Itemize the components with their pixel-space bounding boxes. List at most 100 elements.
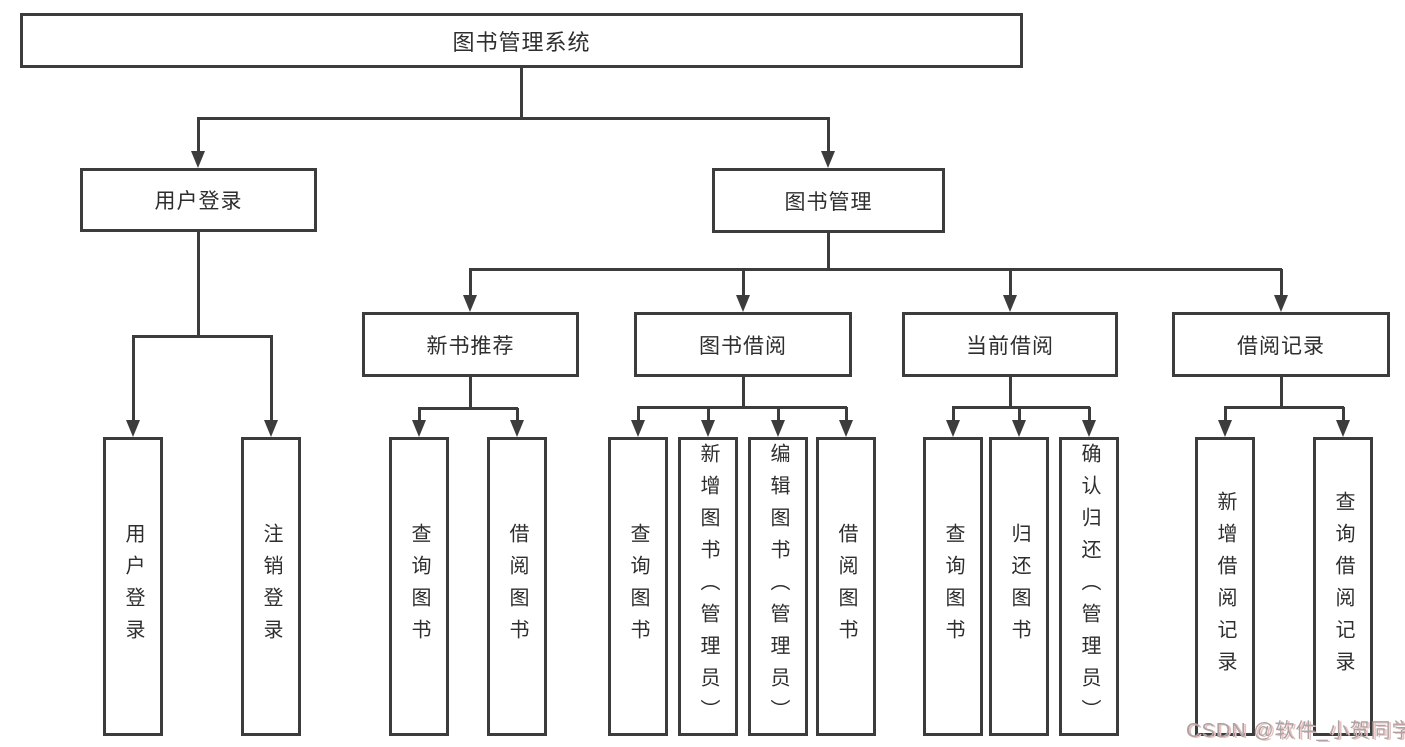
connector-root-branch-line <box>197 117 830 120</box>
arrow-shaft <box>951 407 955 422</box>
arrow-to-leaf-edit-book <box>771 407 785 437</box>
arrow-shaft <box>636 407 640 422</box>
arrow-to-leaf-add-record <box>1218 407 1232 437</box>
leaf-user-login: 用户登录 <box>103 437 163 736</box>
arrow-to-current-borrow <box>1003 269 1017 312</box>
leaf-query-book-3: 查询图书 <box>923 437 983 736</box>
arrow-to-user-login <box>191 118 205 168</box>
arrow-head-icon <box>264 420 278 437</box>
arrow-head-icon <box>821 151 835 168</box>
leaf-confirm-return-admin: 确认归还（管理员） <box>1059 437 1119 736</box>
arrow-head-icon <box>1003 295 1017 312</box>
arrow-head-icon <box>631 420 645 437</box>
node-new-book-recommend-label: 新书推荐 <box>426 334 515 358</box>
arrow-head-icon <box>701 420 715 437</box>
connector-book-management-stub <box>826 233 830 269</box>
node-user-login-label: 用户登录 <box>154 190 243 213</box>
leaf-add-borrow-record: 新增借阅记录 <box>1195 437 1255 736</box>
arrow-head-icon <box>191 151 205 168</box>
leaf-confirm-return-admin-label: 确认归还（管理员） <box>1078 442 1100 731</box>
leaf-borrow-book-2: 借阅图书 <box>816 437 876 736</box>
arrow-head-icon <box>510 420 524 437</box>
node-book-borrow-label: 图书借阅 <box>699 334 787 358</box>
arrow-head-icon <box>412 420 426 437</box>
arrow-shaft <box>741 269 745 297</box>
node-borrow-record-label: 借阅记录 <box>1237 334 1325 358</box>
connector-user-login-branch-line <box>132 335 273 338</box>
leaf-return-book: 归还图书 <box>989 437 1049 736</box>
arrow-head-icon <box>1082 420 1096 437</box>
connector-book-borrow-stub <box>741 377 745 408</box>
node-user-login: 用户登录 <box>80 168 317 232</box>
arrow-head-icon <box>839 420 853 437</box>
node-borrow-record: 借阅记录 <box>1172 312 1390 377</box>
arrow-to-new-book-recommend <box>463 269 477 312</box>
arrow-head-icon <box>1012 420 1026 437</box>
connector-user-login-stub <box>196 232 200 336</box>
arrow-to-book-borrow <box>736 269 750 312</box>
leaf-borrow-book-2-label: 借阅图书 <box>835 522 857 651</box>
node-new-book-recommend: 新书推荐 <box>362 312 579 377</box>
arrow-to-leaf-query-book-3 <box>946 407 960 437</box>
node-book-management: 图书管理 <box>712 168 945 233</box>
arrow-shaft <box>196 118 200 153</box>
arrow-head-icon <box>1274 295 1288 312</box>
arrow-shaft <box>844 407 848 422</box>
arrow-shaft <box>515 408 519 422</box>
arrow-shaft <box>826 118 830 153</box>
arrow-shaft <box>269 336 273 422</box>
arrow-to-leaf-query-record <box>1336 407 1350 437</box>
leaf-query-book-2-label: 查询图书 <box>627 522 649 651</box>
connector-current-borrow-stub <box>1008 377 1012 408</box>
arrow-to-leaf-borrow-book-1 <box>510 408 524 437</box>
connector-book-borrow-branch-line <box>637 406 847 409</box>
connector-new-book-stub <box>468 377 472 409</box>
arrow-head-icon <box>771 420 785 437</box>
arrow-head-icon <box>463 295 477 312</box>
leaf-query-book-3-label: 查询图书 <box>942 522 964 651</box>
node-book-management-label: 图书管理 <box>784 190 873 214</box>
leaf-add-borrow-record-label: 新增借阅记录 <box>1214 490 1236 683</box>
arrow-to-leaf-logout <box>264 336 278 437</box>
connector-current-borrow-branch-line <box>952 406 1090 409</box>
arrow-shaft <box>1017 407 1021 422</box>
arrow-head-icon <box>126 420 140 437</box>
arrow-head-icon <box>1336 420 1350 437</box>
arrow-shaft <box>1279 269 1283 297</box>
leaf-add-book-admin: 新增图书（管理员） <box>678 437 738 736</box>
arrow-to-leaf-add-book <box>701 407 715 437</box>
leaf-borrow-book-1: 借阅图书 <box>487 437 547 736</box>
csdn-watermark: CSDN @软件_小贺同学 <box>1186 720 1405 742</box>
node-book-borrow: 图书借阅 <box>634 312 852 377</box>
leaf-query-book-2: 查询图书 <box>608 437 668 736</box>
node-library-system: 图书管理系统 <box>20 13 1023 68</box>
node-current-borrow: 当前借阅 <box>902 312 1118 377</box>
leaf-edit-book-admin: 编辑图书（管理员） <box>748 437 808 736</box>
arrow-to-book-management <box>821 118 835 168</box>
arrow-shaft <box>1223 407 1227 422</box>
arrow-to-leaf-borrow-book-2 <box>839 407 853 437</box>
leaf-edit-book-admin-label: 编辑图书（管理员） <box>767 442 789 731</box>
leaf-return-book-label: 归还图书 <box>1008 522 1030 651</box>
arrow-head-icon <box>736 295 750 312</box>
connector-book-management-branch-line <box>469 268 1282 271</box>
leaf-query-book-1: 查询图书 <box>389 437 449 736</box>
arrow-to-leaf-query-book-2 <box>631 407 645 437</box>
arrow-to-leaf-query-book-1 <box>412 408 426 437</box>
connector-borrow-record-stub <box>1279 377 1283 408</box>
arrow-shaft <box>706 407 710 422</box>
arrow-head-icon <box>946 420 960 437</box>
leaf-query-book-1-label: 查询图书 <box>408 522 430 651</box>
connector-new-book-branch-line <box>418 407 518 410</box>
arrow-shaft <box>468 269 472 297</box>
arrow-shaft <box>1087 407 1091 422</box>
leaf-query-borrow-record: 查询借阅记录 <box>1313 437 1373 736</box>
leaf-logout-label: 注销登录 <box>260 522 282 651</box>
leaf-add-book-admin-label: 新增图书（管理员） <box>697 442 719 731</box>
connector-root-stub <box>519 68 523 118</box>
arrow-shaft <box>417 408 421 422</box>
node-library-system-label: 图书管理系统 <box>452 29 591 55</box>
arrow-head-icon <box>1218 420 1232 437</box>
arrow-shaft <box>131 336 135 422</box>
